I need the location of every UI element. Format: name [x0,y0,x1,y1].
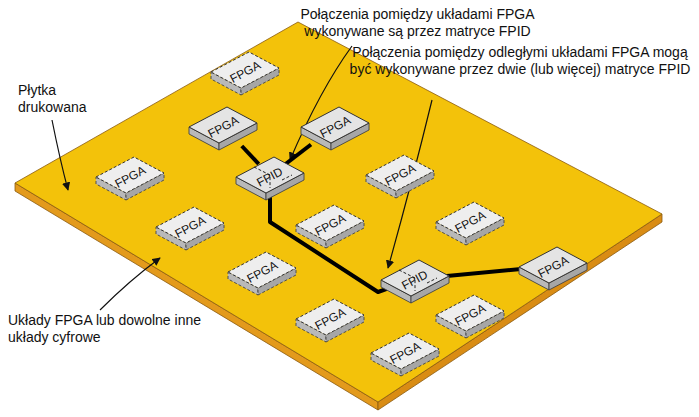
fpga-chip: FPGA [226,250,298,300]
fpga-chip: FPGA [434,200,506,250]
fpga-chip: FPGA [154,205,226,255]
fpga-chip: FPGA [209,50,281,100]
interconnect-trace [439,268,529,276]
fpga-chip: FPGA [187,105,259,155]
fpga-chip: FPGA [294,203,366,253]
fpga-chip: FPGA [369,331,441,381]
callout-text: Połączenia pomiędzy układami FPGA wykony… [290,6,545,40]
fpga-chip: FPGA [299,105,371,155]
fpga-chip: FPGA [94,155,166,205]
fpid-chip: FPID [234,155,306,205]
callout-text: Połączenia pomiędzy odległymi układami F… [345,44,695,78]
fpga-chip: FPGA [294,297,366,347]
interconnect-trace [286,145,311,165]
board-label: Płytka drukowana [18,82,118,116]
fpga-chip: FPGA [434,293,506,343]
fpga-chip: FPGA [364,153,436,203]
chip-label-note: Układy FPGA lub dowolne inne układy cyfr… [8,312,223,346]
fpid-chip: FPID [379,258,451,308]
fpga-chip: FPGA [517,245,589,295]
interconnect-trace [242,146,259,164]
